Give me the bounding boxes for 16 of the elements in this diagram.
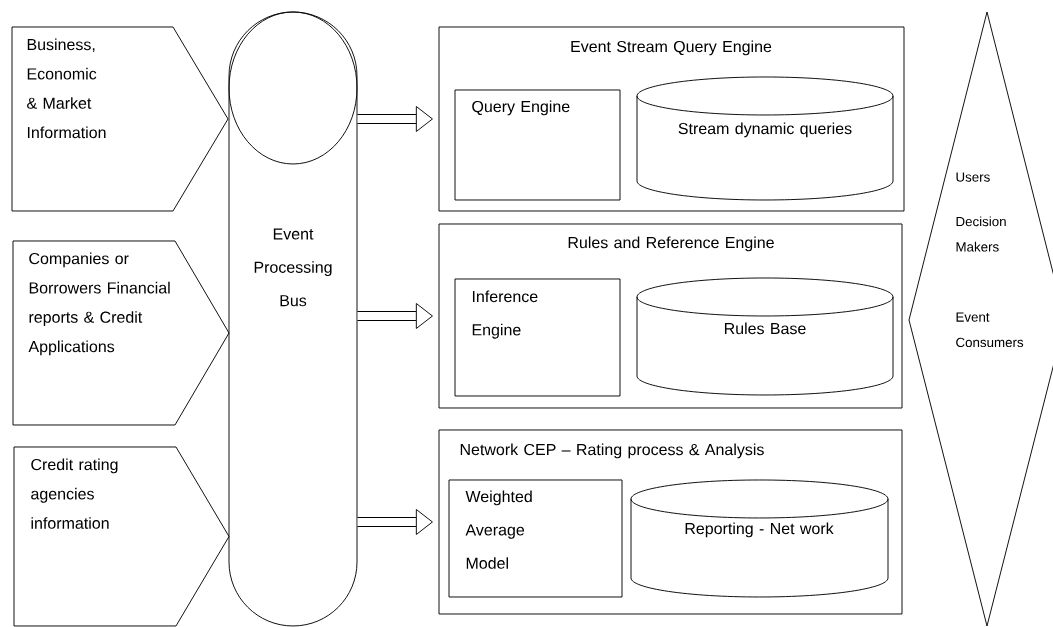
process-box: Weighted Average Model [448, 479, 623, 598]
node-label: Reporting - Net work [685, 522, 834, 538]
block-arrow [357, 303, 433, 329]
node-label: Rules Base [724, 322, 806, 335]
database-cylinder: Rules Base [636, 277, 894, 396]
process-box: Inference Engine [454, 278, 621, 397]
node-label: Stream dynamic queries [678, 122, 852, 138]
database-cylinder: Stream dynamic queries [636, 76, 894, 201]
input-pentagon: Business, Economic & Market Information [11, 26, 229, 212]
input-pentagon: Credit rating agencies information [13, 446, 230, 627]
input-pentagon: Companies or Borrowers Financial reports & Credit Applications [12, 240, 230, 426]
event-bus-capsule: Event Processing Bus [228, 11, 358, 627]
database-cylinder: Reporting - Net work [630, 479, 889, 598]
block-arrow [357, 509, 433, 535]
process-box: Query Engine [454, 89, 621, 201]
block-arrow [357, 106, 433, 132]
